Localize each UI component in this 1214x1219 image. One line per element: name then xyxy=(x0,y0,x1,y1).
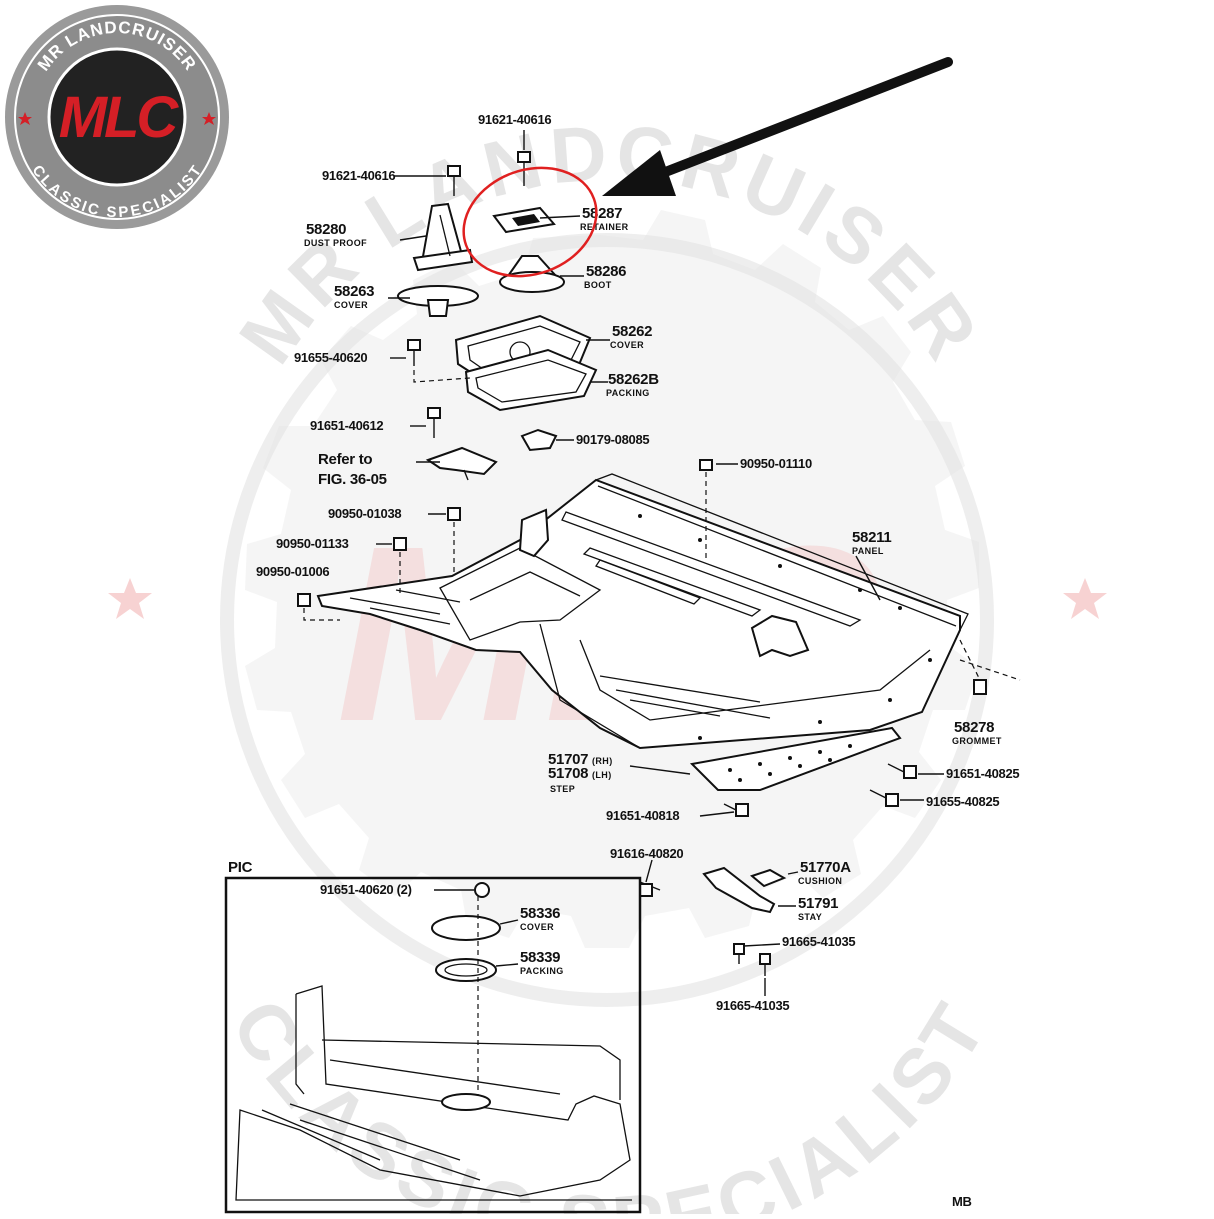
bolt-91655-40825 xyxy=(869,789,899,807)
grommet-90950-01006 xyxy=(297,593,311,607)
label-91616-40820: 91616-40820 xyxy=(610,846,683,861)
pic-packing-58339 xyxy=(435,958,497,982)
brand-badge: MR LANDCRUISER CLASSIC SPECIALIST MLC xyxy=(5,5,229,229)
name-58278: GROMMET xyxy=(952,736,1002,746)
label-58286: 58286 xyxy=(586,263,626,280)
label-51707: 51707 xyxy=(548,751,588,768)
name-51791: STAY xyxy=(798,912,822,922)
label-91665-41035-a: 91665-41035 xyxy=(782,934,855,949)
label-58262b: 58262B xyxy=(608,371,659,388)
grommet-58278 xyxy=(973,679,987,695)
label-58280: 58280 xyxy=(306,221,346,238)
part-labels: 91621-40616 91621-40616 58280 DUST PROOF… xyxy=(256,112,1020,1013)
name-58286: BOOT xyxy=(584,280,612,290)
step-51707-51708 xyxy=(689,726,902,791)
bolt-91651-40612 xyxy=(427,407,441,438)
badge-star-right xyxy=(202,112,216,125)
watermark-star-left xyxy=(108,578,152,619)
corner-code: MB xyxy=(952,1194,972,1209)
badge-monogram: MLC xyxy=(59,85,180,150)
bolt-91651-40818 xyxy=(723,803,749,817)
pic-title: PIC xyxy=(228,859,253,876)
bolt-91665-41035-a xyxy=(733,943,745,964)
floor-panel-58211 xyxy=(316,473,969,750)
name-58263: COVER xyxy=(334,300,368,310)
label-51708: 51708 xyxy=(548,765,588,782)
label-91651-40825: 91651-40825 xyxy=(946,766,1019,781)
pic-label-58339: 58339 xyxy=(520,949,560,966)
label-51770a: 51770A xyxy=(800,859,851,876)
bolt-91651-40825 xyxy=(887,763,917,779)
pic-label-91651-40620: 91651-40620 (2) xyxy=(320,882,412,897)
label-91655-40825: 91655-40825 xyxy=(926,794,999,809)
name-58287: RETAINER xyxy=(580,222,629,232)
name-51708: (LH) xyxy=(592,770,612,780)
watermark-ring xyxy=(220,233,994,1007)
label-90950-01006: 90950-01006 xyxy=(256,564,329,579)
label-58278: 58278 xyxy=(954,719,994,736)
pic-cover-58336 xyxy=(431,915,501,941)
label-91655-40620: 91655-40620 xyxy=(294,350,367,365)
bolt-91621-left xyxy=(447,165,461,196)
watermark-star-right xyxy=(1063,578,1107,619)
name-58262b: PACKING xyxy=(606,388,650,398)
bracket-refer-fig xyxy=(425,446,498,481)
nut-90179-08085 xyxy=(520,428,558,452)
grommet-90950-01038 xyxy=(447,507,461,521)
label-91665-41035-b: 91665-41035 xyxy=(716,998,789,1013)
retainer-58287 xyxy=(492,206,556,234)
pic-label-58336: 58336 xyxy=(520,905,560,922)
packing-58262b xyxy=(464,348,598,412)
leader-lines xyxy=(303,175,1021,996)
pic-frame xyxy=(224,876,642,1214)
pic-inset: PIC 91651-40620 (2) 58336 COVER 58339 PA… xyxy=(224,859,642,1214)
pic-bolt xyxy=(474,882,490,898)
stay-51791 xyxy=(702,866,776,914)
highlight-arrow-head xyxy=(602,150,676,196)
bolt-91655-40620 xyxy=(407,339,471,383)
label-58263: 58263 xyxy=(334,283,374,300)
highlight-arrow xyxy=(645,57,953,183)
label-90950-01038: 90950-01038 xyxy=(328,506,401,521)
name-58211: PANEL xyxy=(852,546,884,556)
label-91621-40616-left: 91621-40616 xyxy=(322,168,395,183)
label-91651-40612: 91651-40612 xyxy=(310,418,383,433)
watermark-text-bottom: CLASSIC SPECIALIST xyxy=(215,984,1006,1214)
grommet-90950-01133 xyxy=(393,537,407,551)
name-58262: COVER xyxy=(610,340,644,350)
pic-floor-body xyxy=(235,985,632,1201)
cover-58263 xyxy=(397,285,479,317)
panel-holes xyxy=(638,514,932,740)
label-90179-08085: 90179-08085 xyxy=(576,432,649,447)
name-51770a: CUSHION xyxy=(798,876,842,886)
pic-name-58336: COVER xyxy=(520,922,554,932)
highlight-circle xyxy=(462,166,598,278)
pic-name-58339: PACKING xyxy=(520,966,564,976)
badge-star-left xyxy=(18,112,32,125)
bolt-91665-41035-b xyxy=(759,953,771,976)
cushion-51770a xyxy=(749,868,787,888)
label-51791: 51791 xyxy=(798,895,838,912)
badge-inner-circle xyxy=(47,47,187,187)
refer-note-line1: Refer to xyxy=(318,451,372,468)
name-58280: DUST PROOF xyxy=(304,238,367,248)
name-51707: (RH) xyxy=(592,756,613,766)
label-58262: 58262 xyxy=(612,323,652,340)
name-step: STEP xyxy=(550,784,575,794)
label-58211: 58211 xyxy=(852,529,891,546)
label-90950-01133: 90950-01133 xyxy=(276,536,349,551)
bolt-91621-top xyxy=(517,130,531,186)
label-91621-40616-top: 91621-40616 xyxy=(478,112,551,127)
label-58287: 58287 xyxy=(582,205,622,222)
grommet-90950-01110 xyxy=(699,459,713,471)
dust-proof-58280 xyxy=(412,202,474,272)
pic-floor-hole xyxy=(441,1093,491,1111)
label-91651-40818: 91651-40818 xyxy=(606,808,679,823)
label-90950-01110: 90950-01110 xyxy=(740,456,812,471)
refer-note-line2: FIG. 36-05 xyxy=(318,471,387,488)
highlight-annotation xyxy=(462,57,953,278)
